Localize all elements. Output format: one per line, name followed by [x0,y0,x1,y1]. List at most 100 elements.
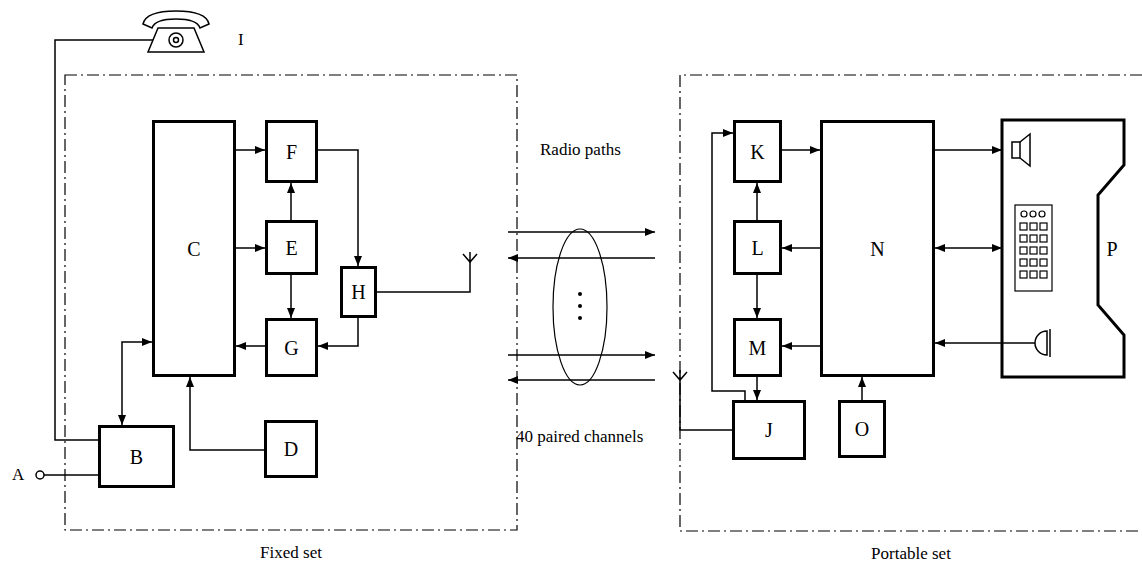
callout-letter: A [12,465,24,485]
block-letter: B [130,446,143,468]
block-box: K [733,120,782,183]
signal-arrow [290,183,292,220]
block-letter: F [286,141,297,163]
radio-arrow [508,354,655,356]
keypad-key [1030,235,1037,242]
block-letter: D [284,438,298,460]
signal-arrow [318,318,358,346]
block-box: E [265,220,318,275]
dot [578,316,582,320]
line-input-wire [44,474,98,476]
keypad-outline [1015,205,1052,291]
signal-arrow [236,345,265,347]
block-letter: P [1100,238,1124,260]
housing-title: Fixed set [65,543,517,563]
microphone-plate [1049,329,1051,357]
signal-arrow [935,149,1002,151]
handset-panel: P [1002,120,1124,377]
keypad-key [1040,271,1047,278]
line-interface-box: B [98,425,175,488]
block-letter: C [187,238,200,260]
keypad-icon [1015,205,1052,291]
portable-set-housing: Portable setKLNPMJO [680,75,1142,531]
signal-arrow [756,275,758,318]
block-box: M [733,318,782,377]
keypad-key [1020,271,1027,278]
block-box: H [340,266,377,318]
controller-box: N [820,120,935,377]
speaker-icon [1012,134,1030,166]
telephone-icon [143,11,209,52]
block-box: D [264,420,318,478]
signal-arrow [756,183,758,220]
signal-arrow [122,342,152,425]
keypad-led [1030,211,1036,217]
antenna-symbol [463,252,477,262]
block-letter: N [870,238,884,260]
dot [578,292,582,296]
fixed-set-housing: Fixed setCFEHGBD [65,75,517,530]
block-letter: O [855,418,869,440]
block-letter: M [749,337,767,359]
keypad-key [1020,223,1027,230]
signal-arrow [782,149,820,151]
antenna-feed-wire [377,262,470,292]
ellipsis-dots [578,292,582,320]
keypad-key [1030,223,1037,230]
radio-arrow [508,231,655,233]
block-box: O [838,400,886,458]
speaker-body [1012,142,1020,158]
keypad-key [1040,223,1047,230]
signal-arrow [935,342,1002,344]
dash-dot-border [65,75,517,530]
keypad-key [1030,247,1037,254]
signal-arrow [318,150,358,266]
keypad-key [1030,271,1037,278]
antenna-feed-wire [680,380,732,430]
block-letter: L [751,237,763,259]
signal-arrow [782,345,820,347]
telephone-handset [143,11,209,28]
handset-outline-path [1002,120,1124,377]
block-letter: J [765,419,773,441]
phone-line-wire [55,40,153,440]
housing-title: Portable set [680,544,1142,564]
keypad-key [1040,259,1047,266]
signal-arrow [756,377,758,400]
block-letter: K [750,141,764,163]
controller-box: C [152,120,236,377]
handset-outline [1002,120,1124,377]
keypad-key [1020,247,1027,254]
block-letter: E [285,237,297,259]
radio-arrow [508,379,655,381]
microphone-body [1035,331,1047,355]
channel-count-label: 40 paired channels [516,427,643,447]
block-box: J [732,400,806,460]
callout-letter: I [238,30,244,50]
keypad-key [1040,235,1047,242]
signal-arrow [861,377,863,400]
keypad-key [1040,247,1047,254]
path-label: Radio paths [540,140,621,160]
block-box: L [733,220,782,275]
channel-group-ellipse [553,229,607,385]
telephone-dial [169,33,183,47]
keypad-led [1021,211,1027,217]
terminal-symbol [36,471,44,479]
microphone-icon [1035,329,1050,357]
dash-dot-border [680,75,1142,531]
keypad-key [1020,259,1027,266]
telephone-dial-center [174,38,179,43]
signal-arrow [236,247,265,249]
keypad-key [1020,235,1027,242]
keypad-led [1039,211,1045,217]
radio-path-arrows [508,232,655,380]
signal-arrow [935,247,1002,249]
microphone-wire [1002,342,1035,344]
telephone-base [148,28,204,52]
block-box: F [265,120,318,183]
dot [578,304,582,308]
block-box: G [265,318,318,377]
signal-arrow [190,377,264,450]
